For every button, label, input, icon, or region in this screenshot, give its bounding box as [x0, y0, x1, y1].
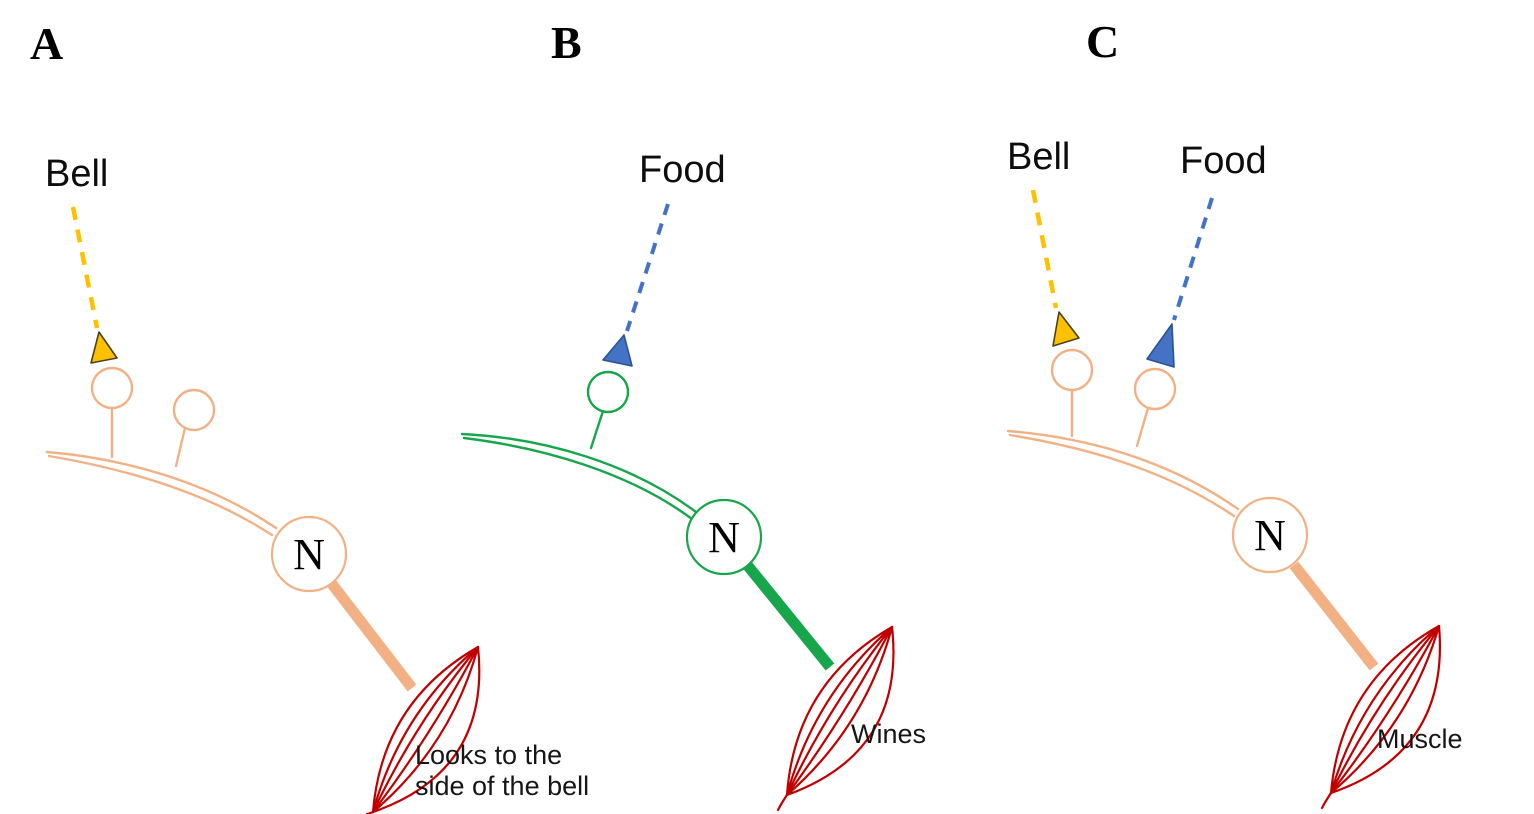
spine-stalk	[1135, 406, 1150, 448]
muscle-fiber-line	[1329, 624, 1441, 795]
dendritic-spine-circle	[90, 366, 134, 410]
neuron-letter: N	[293, 529, 325, 579]
axon-line	[327, 580, 417, 692]
spine-stalk	[174, 426, 187, 468]
panel-b-graphics	[460, 203, 895, 812]
panel-c-graphics	[1006, 189, 1441, 810]
muscle-fiber-line	[785, 625, 894, 797]
muscle-fiber-line	[785, 625, 894, 797]
neuron-letter: N	[1254, 510, 1286, 560]
bell-stimulus-dashed-line	[1030, 189, 1059, 309]
muscle-fiber-line	[1329, 624, 1441, 795]
muscle-fiber-line	[371, 645, 480, 814]
muscle-fiber-line	[1329, 624, 1441, 795]
axon-line	[1289, 561, 1379, 671]
neuron-letter: N	[708, 512, 740, 562]
panel-a-letter: A	[30, 18, 64, 69]
spine-stalk	[589, 409, 605, 450]
muscle-tendon-tail	[776, 793, 789, 812]
dendritic-spine-circle	[172, 388, 216, 432]
neuron-soma-circle	[270, 515, 348, 593]
muscle-fiber-line	[371, 645, 480, 814]
axon-line	[743, 562, 835, 671]
dendrite-curve-upper	[45, 450, 278, 530]
dendrite-curve-upper	[460, 432, 698, 514]
muscle-drawing	[365, 645, 481, 814]
panel-c-muscle-caption: Muscle	[1377, 724, 1463, 754]
panel-a-caption-line2: side of the bell	[415, 771, 590, 801]
muscle-tendon-tail	[1320, 791, 1333, 810]
food-label: Food	[1180, 140, 1267, 182]
muscle-drawing	[1320, 624, 1441, 810]
dendrite-curve-lower	[462, 436, 694, 521]
dendritic-spine-circle	[1050, 348, 1094, 392]
muscle-fiber-line	[1329, 624, 1441, 795]
bell-stimulus-dashed-line	[70, 206, 100, 329]
dendritic-spine-circle	[1133, 367, 1177, 411]
food-stimulus-dashed-line	[1172, 197, 1214, 321]
bell-synapse-arrow-icon	[90, 331, 118, 364]
panel-b-letter: B	[551, 17, 582, 68]
panel-a-graphics	[45, 206, 481, 814]
dendritic-spine-circle	[586, 370, 630, 414]
bell-label: Bell	[1007, 136, 1071, 178]
neuron-soma-circle	[1231, 496, 1309, 574]
muscle-fiber-line	[1329, 624, 1441, 795]
muscle-fiber-line	[785, 625, 894, 797]
panel-a-caption: Looks to the side of the bell	[415, 740, 589, 802]
food-synapse-arrow-icon	[1146, 323, 1175, 368]
dendrite-curve-upper	[1006, 429, 1240, 511]
muscle-fiber-line	[371, 645, 481, 814]
bell-synapse-arrow-icon	[1052, 311, 1080, 347]
neuron-soma-circle	[685, 498, 763, 576]
muscle-fiber-line	[371, 645, 480, 814]
muscle-fiber-line	[785, 625, 895, 797]
food-synapse-arrow-icon	[602, 334, 633, 367]
muscle-fiber-line	[785, 625, 894, 797]
food-label: Food	[639, 149, 726, 191]
panel-c-letter: C	[1086, 16, 1120, 67]
food-stimulus-dashed-line	[625, 203, 670, 332]
muscle-fiber-line	[371, 645, 480, 814]
panel-a-caption-line1: Looks to the	[415, 740, 563, 770]
muscle-fiber-line	[1329, 624, 1441, 795]
dendrite-curve-lower	[1008, 433, 1236, 518]
muscle-drawing	[776, 625, 895, 812]
dendrite-curve-lower	[47, 454, 274, 537]
panel-b-muscle-caption: Wines	[851, 719, 927, 749]
muscle-fiber-line	[371, 645, 480, 814]
bell-label: Bell	[45, 153, 109, 195]
muscle-fiber-line	[785, 625, 894, 797]
